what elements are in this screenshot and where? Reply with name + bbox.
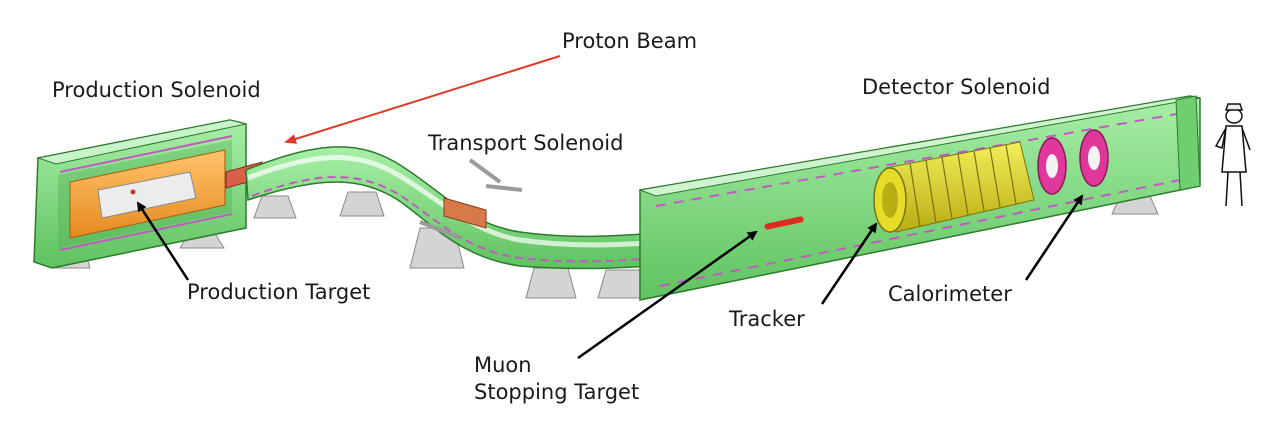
calorimeter-pointer	[1024, 194, 1084, 281]
production-target-pointer	[136, 201, 190, 281]
label-muon-stopping-target-line1: Muon	[474, 353, 532, 377]
label-production-target: Production Target	[187, 280, 371, 304]
proton-beam-arrow	[284, 55, 561, 144]
muon-stopping-target-marker	[764, 216, 804, 230]
production-solenoid	[33, 119, 263, 269]
label-tracker: Tracker	[729, 307, 805, 331]
production-target-shell	[97, 171, 197, 219]
detector-solenoid	[638, 95, 1201, 301]
label-production-solenoid: Production Solenoid	[52, 78, 261, 102]
label-detector-solenoid: Detector Solenoid	[862, 75, 1051, 99]
calorimeter-rings	[1037, 129, 1109, 195]
label-proton-beam: Proton Beam	[562, 29, 698, 53]
production-target-dot	[130, 189, 136, 195]
tracker-body	[873, 141, 1035, 233]
muon-stopping-target-pointer	[577, 230, 758, 360]
tracker-pointer	[820, 222, 878, 305]
collimator	[443, 197, 487, 229]
label-muon-stopping-target-line2: Stopping Target	[474, 380, 640, 404]
pointer-lines	[136, 194, 1084, 360]
label-muon-stopping-target: Muon Stopping Target	[474, 352, 639, 406]
person-scale-figure-icon	[1214, 103, 1251, 207]
label-transport-solenoid: Transport Solenoid	[428, 131, 624, 155]
label-calorimeter: Calorimeter	[888, 282, 1012, 306]
